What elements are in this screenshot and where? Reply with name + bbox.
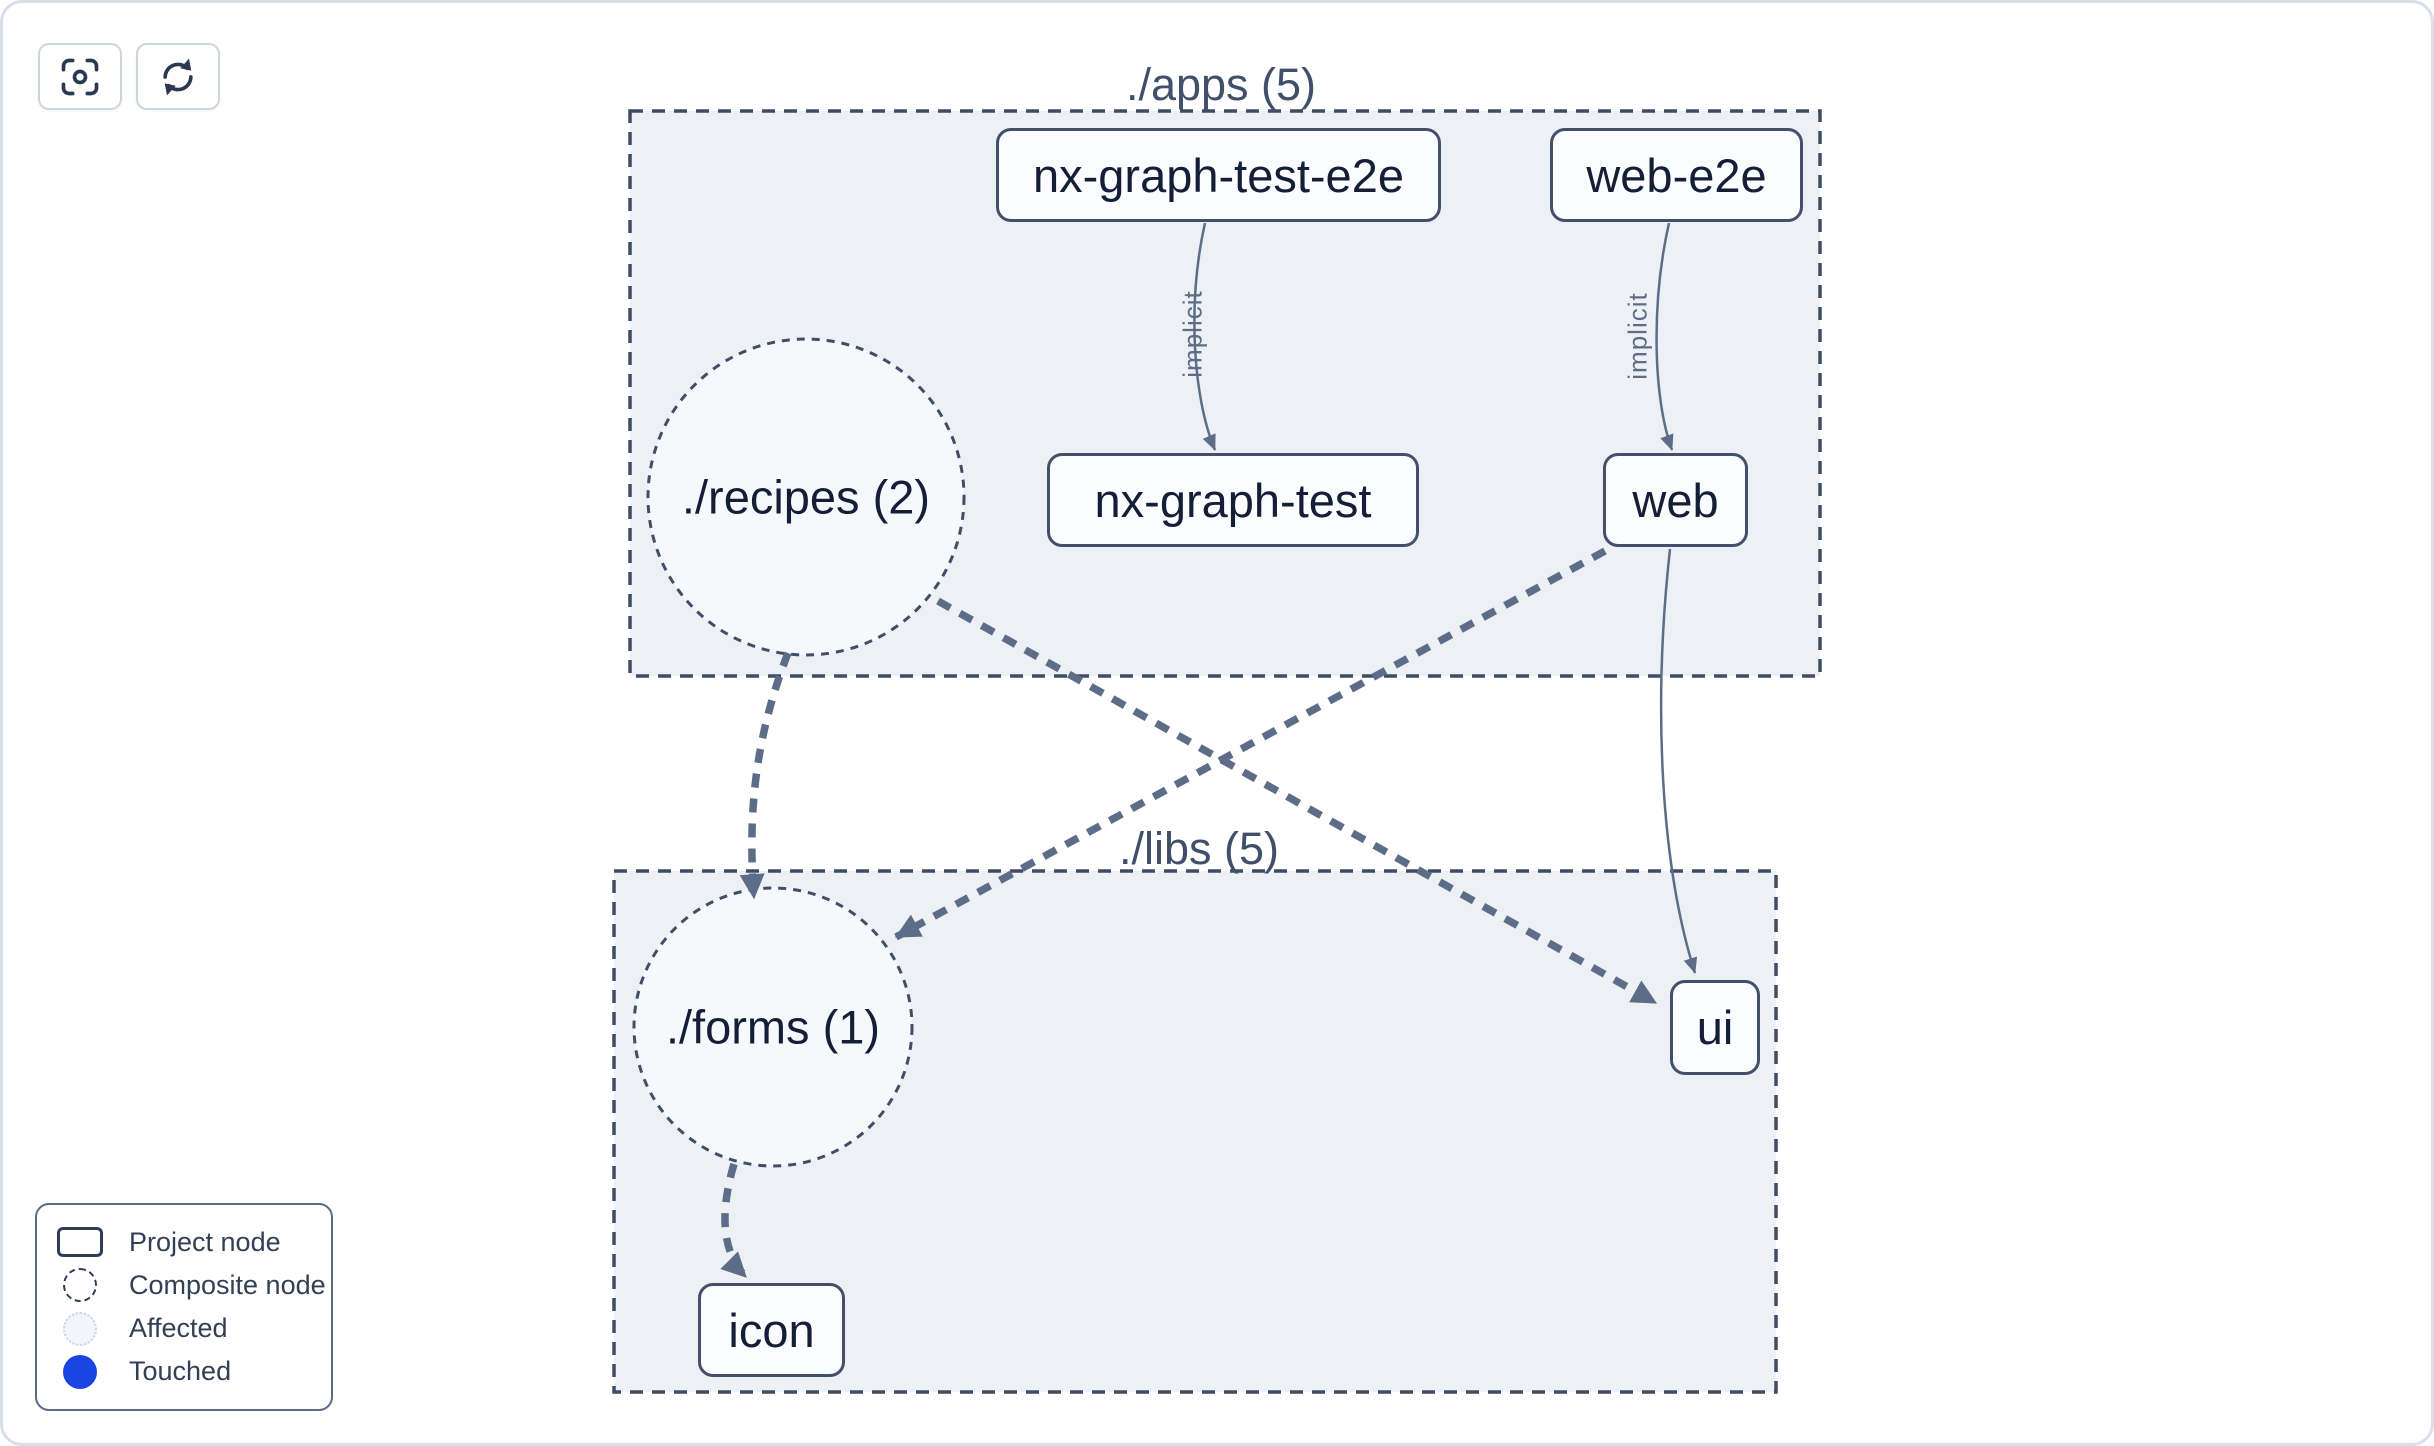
edge-label-implicit: implicit [1622, 292, 1653, 380]
graph-toolbar [38, 43, 220, 110]
refresh-button[interactable] [136, 43, 220, 110]
node-label: ui [1696, 1001, 1734, 1054]
edge-web-to-forms [894, 547, 1607, 941]
project-node-nx-graph-test-e2e[interactable]: nx-graph-test-e2e [996, 128, 1441, 222]
legend-row-touched: Touched [57, 1353, 311, 1391]
composite-node-swatch-icon [57, 1268, 103, 1303]
project-node-web-e2e[interactable]: web-e2e [1550, 128, 1803, 222]
project-node-ui[interactable]: ui [1670, 980, 1760, 1075]
legend-row-composite-node: Composite node [57, 1266, 326, 1304]
edge-forms-to-icon [720, 1162, 749, 1280]
node-label: web-e2e [1586, 148, 1767, 202]
composite-node-forms[interactable] [632, 886, 914, 1168]
focus-icon [61, 58, 99, 95]
affected-swatch-icon [57, 1311, 103, 1346]
legend-label: Composite node [129, 1269, 326, 1300]
legend-row-affected: Affected [57, 1310, 311, 1348]
legend-label: Touched [129, 1356, 232, 1387]
project-node-icon[interactable]: icon [698, 1283, 845, 1377]
group-label-libs[interactable]: ./libs (5) [1118, 823, 1280, 874]
project-node-nx-graph-test[interactable]: nx-graph-test [1047, 453, 1419, 547]
legend-label: Project node [129, 1226, 281, 1257]
legend-row-project-node: Project node [57, 1223, 311, 1261]
project-node-swatch-icon [57, 1227, 103, 1257]
focus-button[interactable] [38, 43, 122, 110]
legend-label: Affected [129, 1313, 228, 1344]
composite-node-recipes[interactable] [646, 337, 966, 657]
node-label: icon [728, 1303, 815, 1357]
edge-recipes-to-ui [936, 597, 1658, 1007]
node-label: web [1632, 473, 1719, 527]
project-node-web[interactable]: web [1603, 453, 1748, 547]
touched-swatch-icon [57, 1354, 103, 1389]
legend: Project node Composite node Affected Tou… [35, 1203, 333, 1411]
edge-recipes-to-forms [739, 651, 792, 900]
edge-web-to-ui [1659, 548, 1698, 974]
refresh-icon [163, 58, 193, 95]
edge-web-e2e-to-web [1655, 222, 1674, 451]
node-label: nx-graph-test [1094, 473, 1372, 527]
group-label-apps[interactable]: ./apps (5) [1125, 59, 1317, 110]
node-label: nx-graph-test-e2e [1033, 148, 1404, 202]
edge-label-implicit: implicit [1177, 290, 1208, 378]
edge-nx-graph-test-e2e-to-nx-graph-test [1193, 222, 1217, 451]
